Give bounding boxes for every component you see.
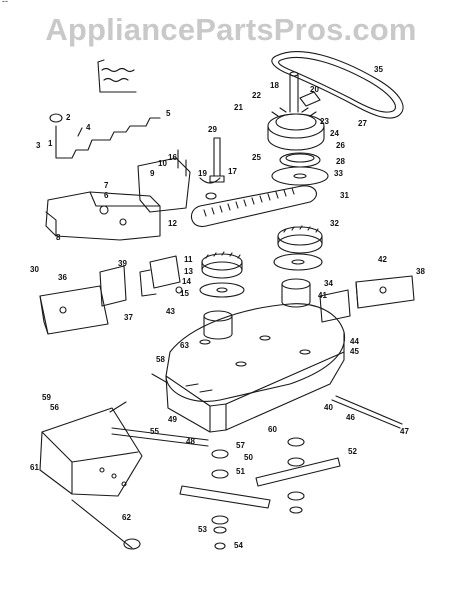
callout-47: 47	[400, 427, 409, 436]
callout-56: 56	[50, 403, 59, 412]
discharge-rod	[71, 499, 141, 550]
callout-7: 7	[104, 181, 109, 190]
right-side-plate	[319, 275, 415, 323]
callout-51: 51	[236, 467, 245, 476]
callout-9: 9	[150, 169, 155, 178]
callout-18: 18	[270, 81, 279, 90]
callout-12: 12	[168, 219, 177, 228]
callout-25: 25	[252, 153, 261, 162]
corner-mark: --	[2, 0, 8, 6]
callout-36: 36	[58, 273, 67, 282]
callout-14: 14	[182, 277, 191, 286]
callout-4: 4	[86, 123, 91, 132]
callout-24: 24	[330, 129, 339, 138]
callout-61: 61	[30, 463, 39, 472]
callout-48: 48	[186, 437, 195, 446]
spring-rod-assembly	[97, 59, 137, 93]
callout-37: 37	[124, 313, 133, 322]
lift-bracket	[45, 157, 191, 241]
callout-52: 52	[348, 447, 357, 456]
callout-57: 57	[236, 441, 245, 450]
callout-58: 58	[156, 355, 165, 364]
upper-idler-pulley	[271, 166, 329, 186]
callout-33: 33	[334, 169, 343, 178]
right-spindle-housing	[281, 278, 311, 308]
callout-27: 27	[358, 119, 367, 128]
callout-63: 63	[180, 341, 189, 350]
callout-13: 13	[184, 267, 193, 276]
callout-19: 19	[198, 169, 207, 178]
left-blade	[179, 485, 271, 509]
callout-55: 55	[150, 427, 159, 436]
linkage-rod	[49, 113, 161, 159]
callout-26: 26	[336, 141, 345, 150]
callout-10: 10	[158, 159, 167, 168]
callout-39: 39	[118, 259, 127, 268]
deflector-rod	[109, 373, 167, 413]
callout-1: 1	[48, 139, 53, 148]
drive-belt	[271, 51, 404, 119]
callout-16: 16	[168, 153, 177, 162]
callout-31: 31	[340, 191, 349, 200]
callout-5: 5	[166, 109, 171, 118]
callout-60: 60	[268, 425, 277, 434]
right-toothed-pulley	[277, 225, 323, 254]
callout-8: 8	[56, 233, 61, 242]
arbor-pulley-hub	[267, 71, 325, 168]
callout-49: 49	[168, 415, 177, 424]
callout-29: 29	[208, 125, 217, 134]
callout-40: 40	[324, 403, 333, 412]
callout-labels: 1 2 3 4 5 6 7 8 9 10 11 12 13 14 15 16 1…	[30, 65, 425, 550]
center-idler-bracket	[139, 255, 183, 297]
callout-6: 6	[104, 191, 109, 200]
callout-32: 32	[330, 219, 339, 228]
left-flat-pulley	[199, 282, 245, 298]
right-flat-pulley	[273, 253, 323, 271]
callout-46: 46	[346, 413, 355, 422]
left-spindle-housing	[203, 310, 233, 340]
callout-3: 3	[36, 141, 41, 150]
right-blade-stack	[287, 437, 305, 514]
callout-20: 20	[310, 85, 319, 94]
callout-41: 41	[318, 291, 327, 300]
callout-43: 43	[166, 307, 175, 316]
mower-deck-housing	[165, 303, 346, 433]
callout-22: 22	[252, 91, 261, 100]
callout-50: 50	[244, 453, 253, 462]
callout-28: 28	[336, 157, 345, 166]
left-blade-stack	[211, 449, 229, 550]
callout-11: 11	[184, 255, 193, 264]
callout-62: 62	[122, 513, 131, 522]
callout-2: 2	[66, 113, 71, 122]
rear-link-rod	[331, 395, 403, 429]
callout-53: 53	[198, 525, 207, 534]
callout-15: 15	[180, 289, 189, 298]
callout-44: 44	[350, 337, 359, 346]
callout-45: 45	[350, 347, 359, 356]
left-side-plate	[39, 265, 127, 335]
cog-belt	[190, 185, 317, 228]
callout-42: 42	[378, 255, 387, 264]
right-blade	[255, 457, 341, 487]
callout-38: 38	[416, 267, 425, 276]
callout-34: 34	[324, 279, 333, 288]
callout-17: 17	[228, 167, 237, 176]
front-link-rod	[111, 427, 209, 447]
discharge-deflector	[39, 407, 143, 497]
left-toothed-pulley	[201, 251, 243, 279]
callout-23: 23	[320, 117, 329, 126]
site-watermark: AppliancePartsPros.com	[45, 12, 417, 47]
callout-54: 54	[234, 541, 243, 550]
callout-59: 59	[42, 393, 51, 402]
pivot-pin	[177, 137, 225, 200]
callout-30: 30	[30, 265, 39, 274]
callout-21: 21	[234, 103, 243, 112]
callout-35: 35	[374, 65, 383, 74]
